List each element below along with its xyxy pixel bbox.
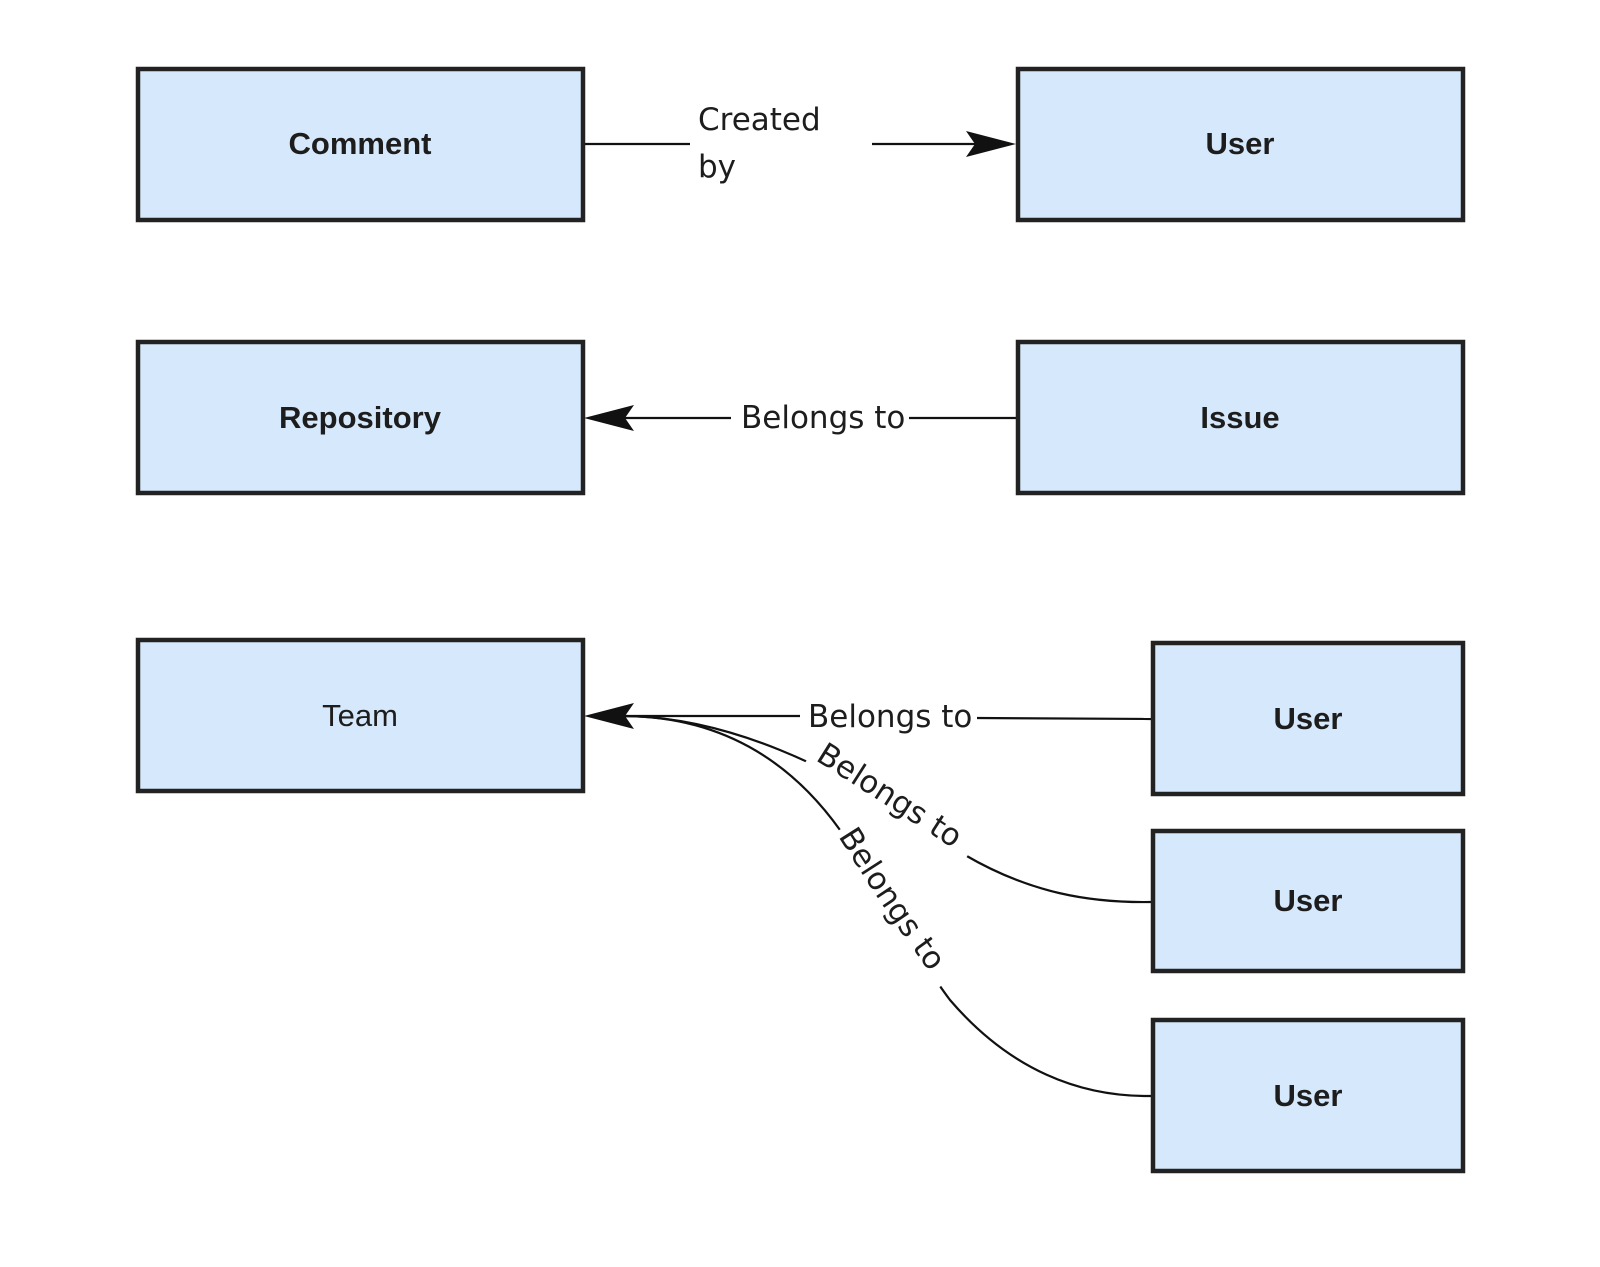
node-repository[interactable]: Repository [135,339,586,496]
edge-comment-created-by-user: Created by [584,102,1016,185]
edge-label-created: Created [698,102,821,138]
label-mask [797,740,977,875]
edge-user1-belongs-to-team: Belongs to [622,699,1152,735]
node-label: Team [322,698,398,733]
node-user-2[interactable]: User [1150,828,1466,974]
node-label: User [1206,126,1275,161]
arrowhead-icon [584,405,634,431]
node-user-1[interactable]: User [1150,640,1466,797]
edge-label-belongs-to: Belongs to [808,699,972,735]
node-user-top[interactable]: User [1015,66,1466,223]
node-label: User [1274,883,1343,918]
node-label: Repository [279,400,442,435]
edge-label-belongs-to: Belongs to [741,400,905,436]
node-label: User [1274,701,1343,736]
node-issue[interactable]: Issue [1015,339,1466,496]
edge-issue-belongs-to-repository: Belongs to [584,400,1016,436]
label-mask [815,823,957,999]
node-label: Issue [1200,400,1279,435]
node-team[interactable]: Team [135,637,586,794]
node-comment[interactable]: Comment [135,66,586,223]
node-user-3[interactable]: User [1150,1017,1466,1174]
arrowhead-icon [584,703,634,729]
edge-label-by: by [698,149,736,185]
node-label: User [1274,1078,1343,1113]
node-label: Comment [289,126,432,161]
arrowhead-icon [966,131,1016,157]
